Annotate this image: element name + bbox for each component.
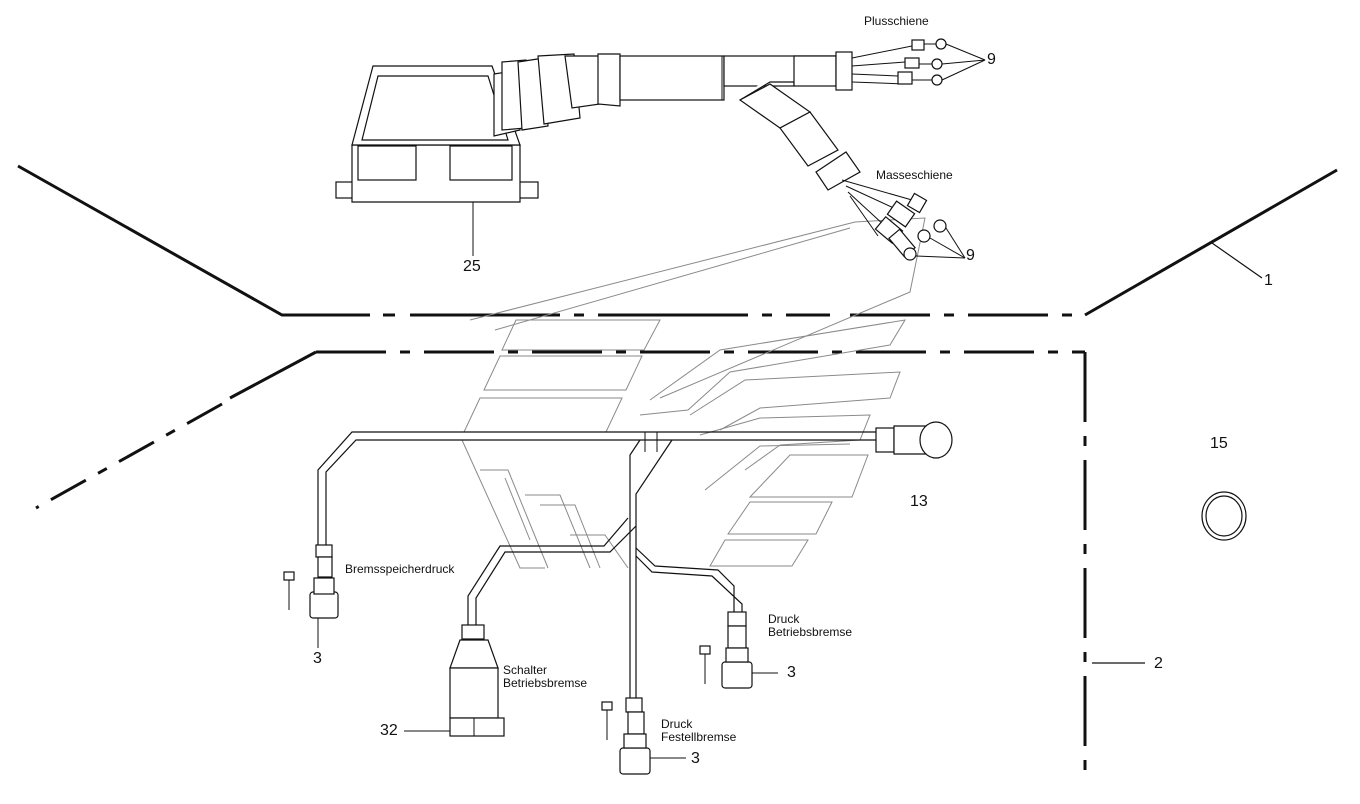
callout-3-right: 3 [787, 664, 796, 681]
callout-3-left: 3 [313, 650, 322, 667]
label-masseschiene: Masseschiene [876, 168, 953, 182]
callout-13: 13 [910, 493, 928, 510]
callout-15: 15 [1210, 435, 1228, 452]
callout-3-bottom: 3 [691, 750, 700, 767]
cab-outline [17, 164, 1338, 780]
callout-9-top: 9 [987, 51, 996, 68]
control-unit-25 [335, 65, 539, 256]
background-ghost-outlines [461, 217, 926, 569]
lower-harness [283, 421, 1247, 775]
label-druck-festellbremse-line2: Festellbremse [661, 730, 737, 744]
callout-2: 2 [1154, 655, 1163, 672]
label-plusschiene: Plusschiene [864, 14, 929, 28]
label-schalter-betriebsbremse-line1: Schalter [503, 663, 548, 677]
callout-32: 32 [380, 722, 398, 739]
label-druck-betriebsbremse-line1: Druck [768, 612, 800, 626]
label-druck-betriebsbremse-line2: Betriebsbremse [768, 625, 853, 639]
upper-harness [493, 38, 986, 261]
callout-1: 1 [1264, 272, 1273, 289]
label-druck-festellbremse-line1: Druck [661, 717, 693, 731]
label-schalter-betriebsbremse-line2: Betriebsbremse [503, 676, 588, 690]
label-bremsspeicherdruck: Bremsspeicherdruck [345, 562, 455, 576]
callout-9-bottom: 9 [966, 247, 975, 264]
callout-25: 25 [463, 258, 481, 275]
